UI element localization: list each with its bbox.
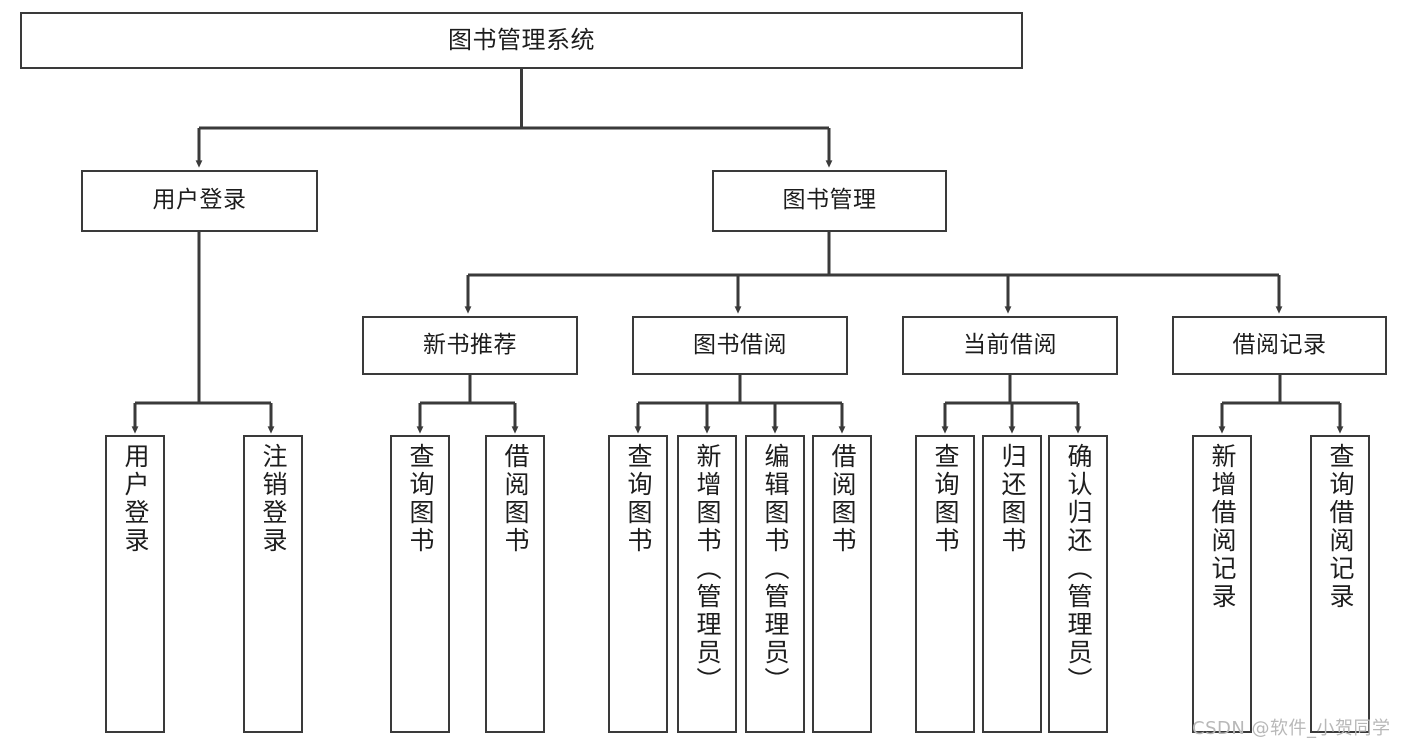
node-label: 查询图书 — [406, 443, 435, 555]
node-label: 查询借阅记录 — [1326, 443, 1355, 611]
node-leaf-add-borrow-record[interactable]: 新增借阅记录 — [1192, 435, 1252, 733]
node-user-login[interactable]: 用户登录 — [81, 170, 318, 232]
node-label: 编辑图书（管理员） — [761, 443, 790, 695]
node-label: 新增图书（管理员） — [693, 443, 722, 695]
node-leaf-query-book-current[interactable]: 查询图书 — [915, 435, 975, 733]
node-leaf-logout[interactable]: 注销登录 — [243, 435, 303, 733]
node-leaf-query-borrow-record[interactable]: 查询借阅记录 — [1310, 435, 1370, 733]
node-label: 用户登录 — [121, 443, 150, 555]
node-label: 查询图书 — [624, 443, 653, 555]
node-leaf-borrow-book[interactable]: 借阅图书 — [812, 435, 872, 733]
node-leaf-user-login[interactable]: 用户登录 — [105, 435, 165, 733]
node-label: 注销登录 — [259, 443, 288, 555]
node-leaf-edit-book-admin[interactable]: 编辑图书（管理员） — [745, 435, 805, 733]
node-label: 借阅图书 — [501, 443, 530, 555]
node-label: 新书推荐 — [423, 331, 517, 358]
node-leaf-query-book-borrow[interactable]: 查询图书 — [608, 435, 668, 733]
node-new-book-recommend[interactable]: 新书推荐 — [362, 316, 578, 375]
node-label: 图书管理 — [782, 187, 877, 214]
csdn-watermark: CSDN @软件_小贺同学 — [1192, 718, 1391, 739]
node-label: 图书借阅 — [693, 331, 787, 358]
node-label: 借阅记录 — [1232, 331, 1327, 358]
node-label: 用户登录 — [152, 187, 247, 214]
node-leaf-confirm-return-admin[interactable]: 确认归还（管理员） — [1048, 435, 1108, 733]
node-borrow-record[interactable]: 借阅记录 — [1172, 316, 1387, 375]
node-book-management[interactable]: 图书管理 — [712, 170, 947, 232]
node-leaf-borrow-book-recommend[interactable]: 借阅图书 — [485, 435, 545, 733]
node-current-borrow[interactable]: 当前借阅 — [902, 316, 1118, 375]
node-label: 图书管理系统 — [448, 26, 595, 55]
node-label: 归还图书 — [998, 443, 1027, 555]
node-label: 确认归还（管理员） — [1064, 443, 1093, 695]
node-leaf-add-book-admin[interactable]: 新增图书（管理员） — [677, 435, 737, 733]
node-label: 当前借阅 — [963, 331, 1057, 358]
node-book-borrow[interactable]: 图书借阅 — [632, 316, 848, 375]
node-label: 查询图书 — [931, 443, 960, 555]
node-label: 借阅图书 — [828, 443, 857, 555]
node-label: 新增借阅记录 — [1208, 443, 1237, 611]
node-system-root[interactable]: 图书管理系统 — [20, 12, 1023, 69]
node-leaf-return-book[interactable]: 归还图书 — [982, 435, 1042, 733]
node-leaf-query-book-recommend[interactable]: 查询图书 — [390, 435, 450, 733]
